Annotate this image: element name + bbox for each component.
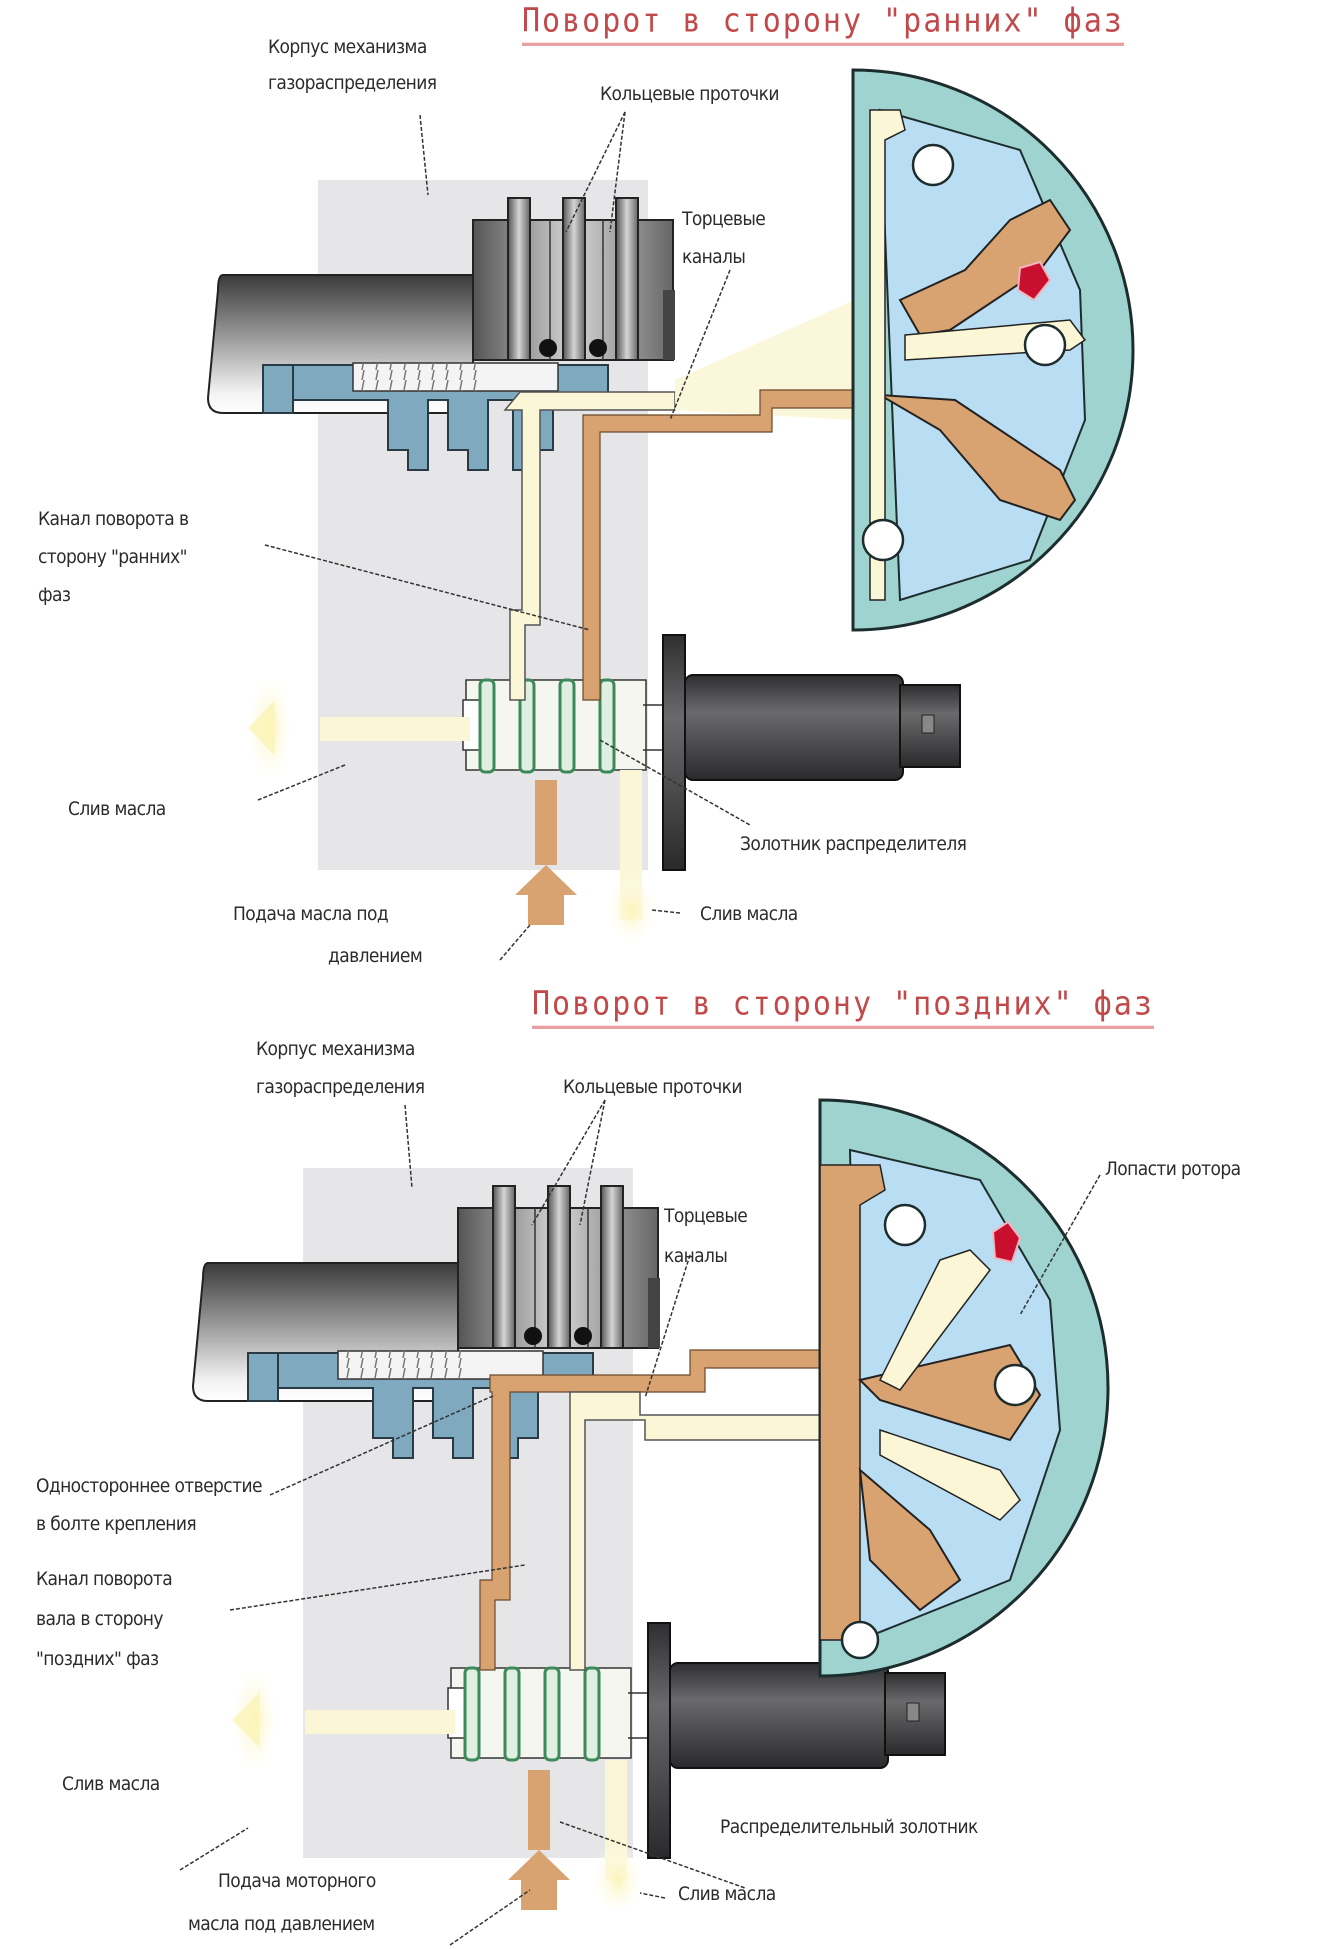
label-advance-channel-line2: сторону "ранних" (38, 546, 187, 568)
label-retard-channel-line1: Канал поворота (36, 1568, 173, 1590)
label-advance-channel-line3: фаз (38, 584, 71, 606)
label-oil-supply-line2: давлением (328, 945, 423, 967)
label-spool-valve: Распределительный золотник (720, 1816, 978, 1838)
rotor-vane (858, 1343, 1042, 1442)
rotor-vane (858, 1467, 962, 1612)
label-spool-valve: Золотник распределителя (740, 833, 967, 855)
label-annular-grooves: Кольцевые проточки (563, 1076, 743, 1098)
diagram-title-retard: Поворот в сторону "поздних" фаз (532, 985, 1154, 1029)
diagram-title-advance: Поворот в сторону "ранних" фаз (522, 2, 1124, 46)
leader-lines-advance (257, 111, 751, 961)
label-retard-channel-line3: "поздних" фаз (36, 1648, 159, 1670)
label-annular-grooves: Кольцевые проточки (600, 83, 780, 105)
label-advance-channel-line1: Канал поворота в (38, 508, 189, 530)
label-end-channels-line1: Торцевые (664, 1205, 748, 1227)
rotation-arrow-icon (991, 1220, 1022, 1264)
label-oil-supply-line1: Подача масла под (233, 903, 389, 925)
label-end-channels-line2: каналы (682, 246, 746, 268)
label-check-hole-line1: Одностороннее отверстие (36, 1475, 262, 1497)
rotation-arrow-icon (1016, 260, 1052, 302)
rotor-disc-retard (818, 1098, 1110, 1678)
label-oil-drain-left: Слив масла (62, 1773, 160, 1795)
label-oil-supply-line2: масла под давлением (188, 1913, 375, 1935)
label-oil-drain-left: Слив масла (68, 798, 166, 820)
label-retard-channel-line2: вала в сторону (36, 1608, 164, 1630)
leader-lines-retard (179, 1099, 1101, 1946)
label-housing-line2: газораспределения (256, 1076, 425, 1098)
pressure-channel-advance (515, 389, 856, 925)
label-oil-drain-right: Слив масла (700, 903, 798, 925)
drain-channel-retard (230, 1391, 823, 1918)
rotor-vane (879, 394, 1077, 522)
label-end-channels-line2: каналы (664, 1245, 728, 1267)
rotor-disc-advance (851, 68, 1135, 632)
label-housing-line2: газораспределения (268, 72, 437, 94)
diagram-advance (206, 68, 1135, 961)
pressure-channel-retard (479, 1349, 823, 1910)
label-check-hole-line2: в болте крепления (36, 1513, 197, 1535)
label-housing-line1: Корпус механизма (256, 1038, 415, 1060)
label-oil-drain-right: Слив масла (678, 1883, 776, 1905)
label-rotor-vanes: Лопасти ротора (1105, 1158, 1241, 1180)
label-housing-line1: Корпус механизма (268, 36, 427, 58)
label-oil-supply-line1: Подача моторного (218, 1870, 376, 1892)
diagram-retard (179, 1098, 1110, 1946)
label-end-channels-line1: Торцевые (682, 208, 766, 230)
